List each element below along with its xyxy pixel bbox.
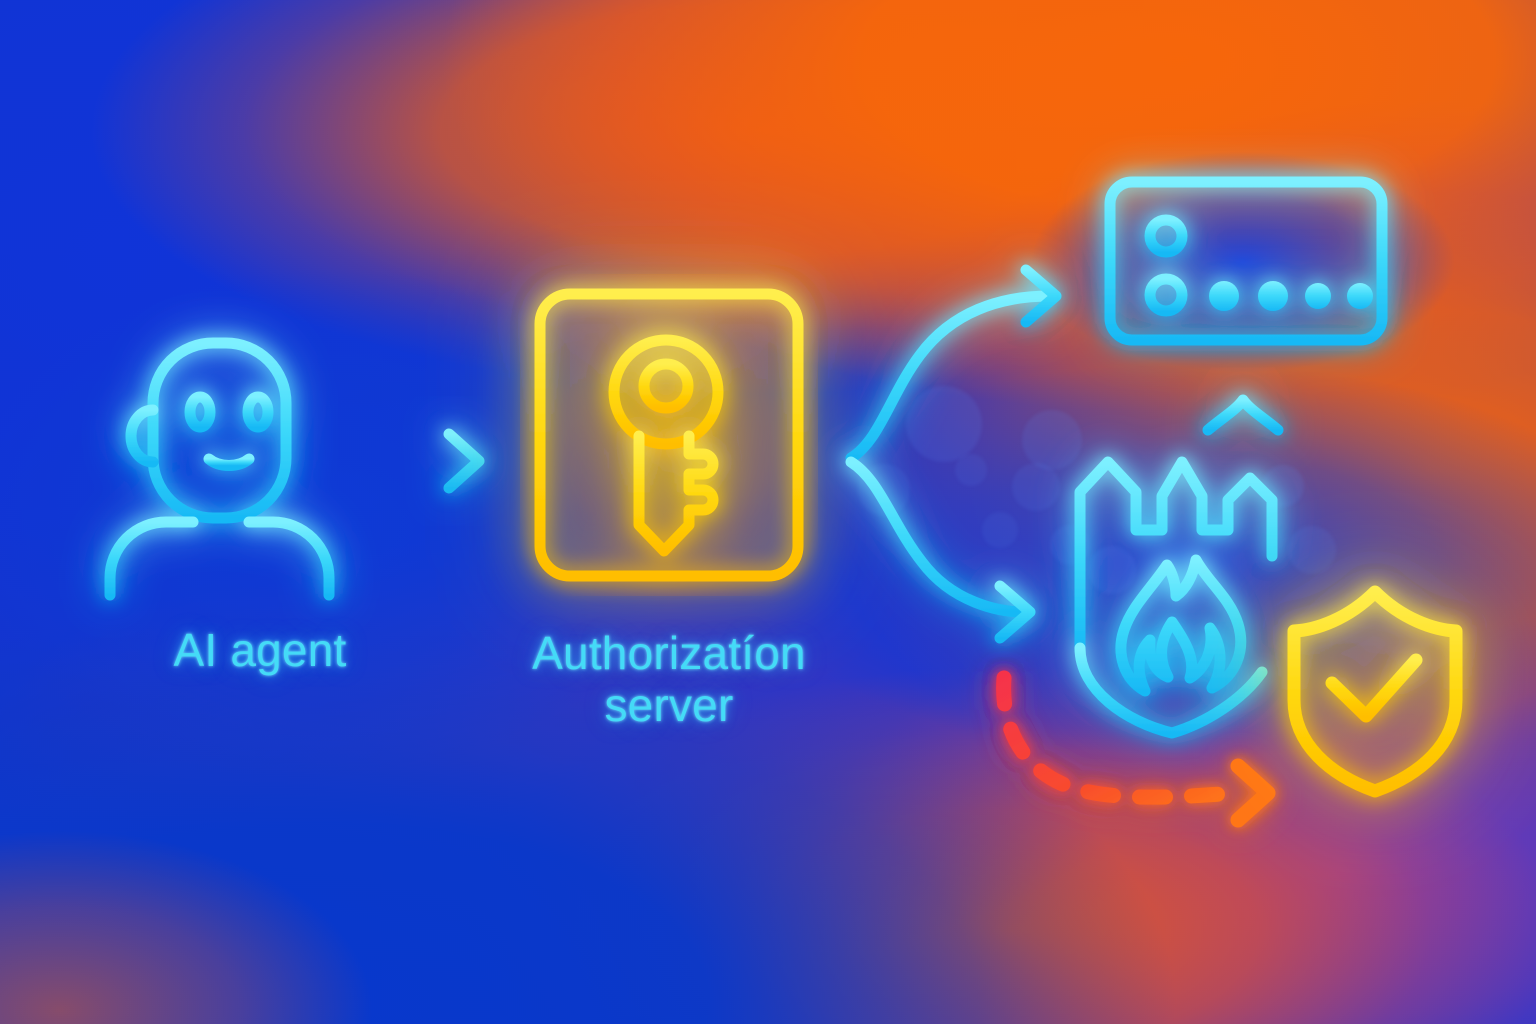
shield-check-icon [1287,585,1463,798]
user-avatar-icon [104,337,335,601]
arrow-agent-to-authorization [345,428,485,494]
key-in-rounded-square-icon [520,274,818,596]
server-panel-on-stand-icon [1104,176,1388,436]
server-stand-stem [1202,336,1284,436]
dashed-arrow-to-verified-shield [996,670,1276,828]
arrow-authorization-to-firewall [845,456,1036,644]
arrow-authorization-to-resource-server [845,264,1062,464]
castle-shield-flame-icon [1074,456,1278,739]
branch-arrows-from-authorization [817,264,1062,644]
